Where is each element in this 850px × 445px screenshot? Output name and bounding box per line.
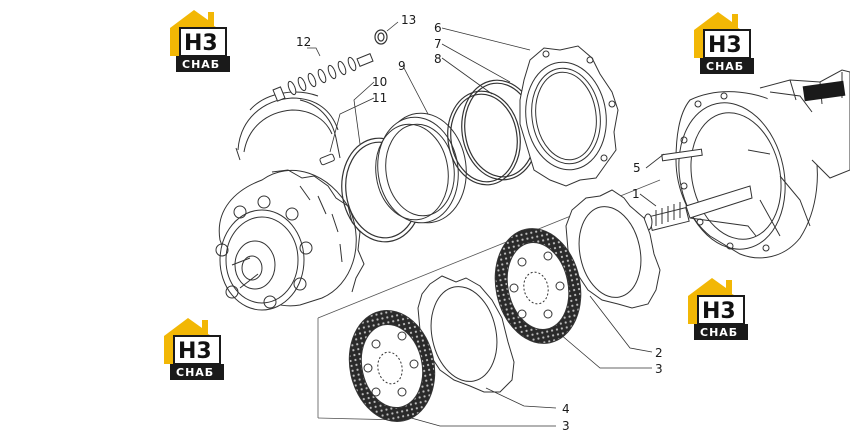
callout-8: 8 xyxy=(434,52,442,66)
part-3-friction-disc xyxy=(494,228,582,344)
callout-1: 1 xyxy=(632,187,640,201)
axle-housing-right xyxy=(675,69,850,259)
callout-13: 13 xyxy=(401,13,416,27)
callout-6: 6 xyxy=(434,21,442,35)
watermark-logo-top-left: H3 СНАБ xyxy=(169,9,231,73)
part-3-friction-disc-lower xyxy=(348,310,436,422)
callout-5: 5 xyxy=(633,161,641,175)
callout-4: 4 xyxy=(562,402,570,416)
part-12-spring-stack xyxy=(272,53,374,102)
watermark-logo-top-right: H3 СНАБ xyxy=(693,11,755,75)
callout-10: 10 xyxy=(372,75,387,89)
svg-text:СНАБ: СНАБ xyxy=(176,366,214,379)
callout-11: 11 xyxy=(372,91,387,105)
svg-text:H3: H3 xyxy=(708,33,742,58)
svg-text:СНАБ: СНАБ xyxy=(700,326,738,339)
part-5-stud xyxy=(661,148,703,162)
part-11-pin xyxy=(319,153,335,166)
watermark-logo-bottom-right: H3 СНАБ xyxy=(687,277,749,341)
callout-12: 12 xyxy=(296,35,311,49)
part-2-separator-plate xyxy=(565,189,661,309)
svg-text:H3: H3 xyxy=(178,339,212,364)
watermark-logo-bottom-left: H3 СНАБ xyxy=(163,317,225,381)
svg-text:СНАБ: СНАБ xyxy=(706,60,744,73)
svg-text:H3: H3 xyxy=(184,31,218,56)
leader-lines xyxy=(307,21,665,427)
planetary-hub xyxy=(215,169,365,311)
callouts: 13 12 6 7 8 9 10 11 5 1 2 3 4 3 xyxy=(296,13,663,433)
callout-9: 9 xyxy=(398,59,406,73)
callout-3-lower: 3 xyxy=(562,419,570,433)
callout-7: 7 xyxy=(434,37,442,51)
svg-text:H3: H3 xyxy=(702,299,736,324)
part-13-o-ring xyxy=(374,29,388,45)
part-9-piston xyxy=(375,112,467,224)
callout-2: 2 xyxy=(655,346,663,360)
part-6-brake-housing xyxy=(519,45,619,187)
callout-3-upper: 3 xyxy=(655,362,663,376)
svg-text:СНАБ: СНАБ xyxy=(182,58,220,71)
axle-housing-left xyxy=(235,91,341,161)
